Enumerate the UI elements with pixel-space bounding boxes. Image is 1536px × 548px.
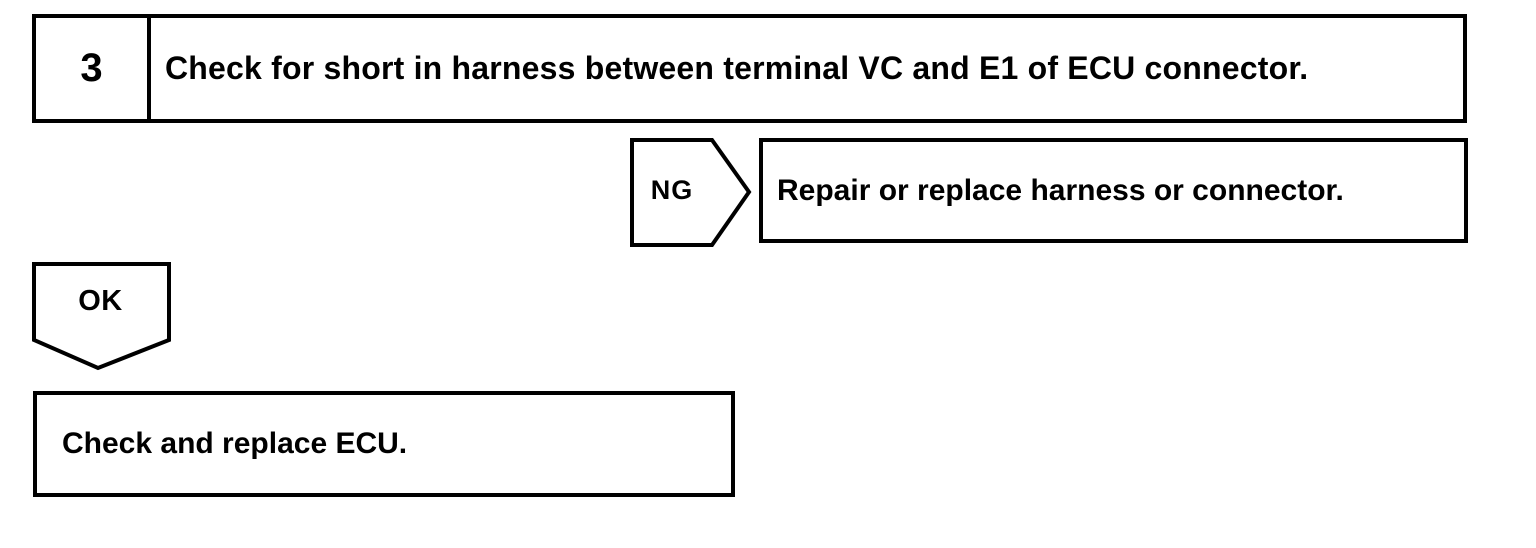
ng-action-text: Repair or replace harness or connector. bbox=[777, 173, 1344, 207]
step-title: Check for short in harness between termi… bbox=[165, 50, 1309, 86]
ok-connector bbox=[30, 260, 172, 371]
ok-pentagon-icon bbox=[32, 262, 171, 371]
ok-action-box: Check and replace ECU. bbox=[33, 391, 735, 497]
step-number-cell: 3 bbox=[36, 18, 151, 119]
step-box: 3 Check for short in harness between ter… bbox=[32, 14, 1467, 123]
ng-action-box: Repair or replace harness or connector. bbox=[759, 138, 1468, 243]
ng-pentagon-icon bbox=[630, 138, 752, 247]
step-title-cell: Check for short in harness between termi… bbox=[151, 18, 1463, 119]
step-number: 3 bbox=[80, 46, 103, 90]
ng-connector bbox=[628, 137, 753, 248]
ng-label: NG bbox=[650, 175, 694, 205]
ok-action-text: Check and replace ECU. bbox=[62, 427, 408, 460]
ok-label: OK bbox=[78, 284, 123, 317]
